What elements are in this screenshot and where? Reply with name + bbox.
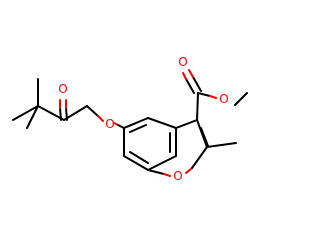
- bond-ketone-double-right: [65, 107, 68, 121]
- structure-canvas: O O O O O: [12, 55, 248, 183]
- bond-ester-carbonyl-right: [192, 76, 202, 92]
- oxygen-bonds: [59, 69, 217, 177]
- bond-benzo-c6-c5-inner: [129, 124, 147, 133]
- bond-ester-carbon-to-o-red: [209, 95, 217, 99]
- bond-ester-carbon-to-o: [197, 92, 211, 97]
- skeleton-bonds: [12, 78, 248, 171]
- bond-ch2-to-ether-o: [86, 105, 99, 117]
- bond-furan-c3a-c3: [175, 119, 198, 129]
- bond-benzo-c7a-c7: [123, 155, 149, 171]
- bond-c7a-to-furan-o: [147, 169, 165, 175]
- ester-carbonyl-oxygen-label: O: [178, 55, 187, 69]
- bond-furan-c3-c2-inner: [200, 127, 209, 147]
- bond-ch2-to-ether-o-red: [97, 115, 104, 122]
- bond-methyl-c2: [206, 142, 237, 148]
- bond-benzo-c7a-c7-inner: [129, 151, 149, 164]
- bond-ester-carbonyl-right-o: [188, 69, 194, 78]
- bond-ester-ome-methyl: [234, 92, 248, 106]
- bond-ether-o-to-ring: [117, 124, 125, 129]
- bond-ketone-to-ch2: [63, 105, 88, 121]
- bond-furan-o-to-c2: [191, 146, 208, 169]
- bond-tbu-methyl-left: [12, 105, 39, 121]
- ketone-oxygen-label: O: [58, 82, 67, 96]
- bond-tbu-methyl-bottom: [26, 105, 39, 129]
- bond-furan-o-to-c2-red: [185, 167, 193, 174]
- molecule-diagram: O O O O O: [12, 55, 248, 183]
- bond-furan-c3-c2: [196, 119, 208, 148]
- bond-c7a-to-furan-o-red: [163, 173, 171, 177]
- bond-benzo-c5-c4: [147, 117, 177, 129]
- furan-oxygen-label: O: [173, 169, 182, 183]
- atom-labels: O O O O O: [58, 55, 228, 183]
- bond-ketone-double-left: [59, 107, 62, 121]
- bond-ester-carbonyl-left-o: [182, 72, 187, 80]
- bond-ester-carbonyl-left: [185, 78, 195, 94]
- bond-benzo-c6-c5: [123, 117, 149, 129]
- bond-tbu-to-ketone-carbon: [37, 105, 65, 121]
- bond-benzo-c3a-c7a: [147, 155, 177, 171]
- ether-oxygen-label: O: [105, 117, 114, 131]
- bond-c3-to-ester-carbon: [196, 92, 199, 121]
- ester-alkoxy-oxygen-label: O: [219, 92, 228, 106]
